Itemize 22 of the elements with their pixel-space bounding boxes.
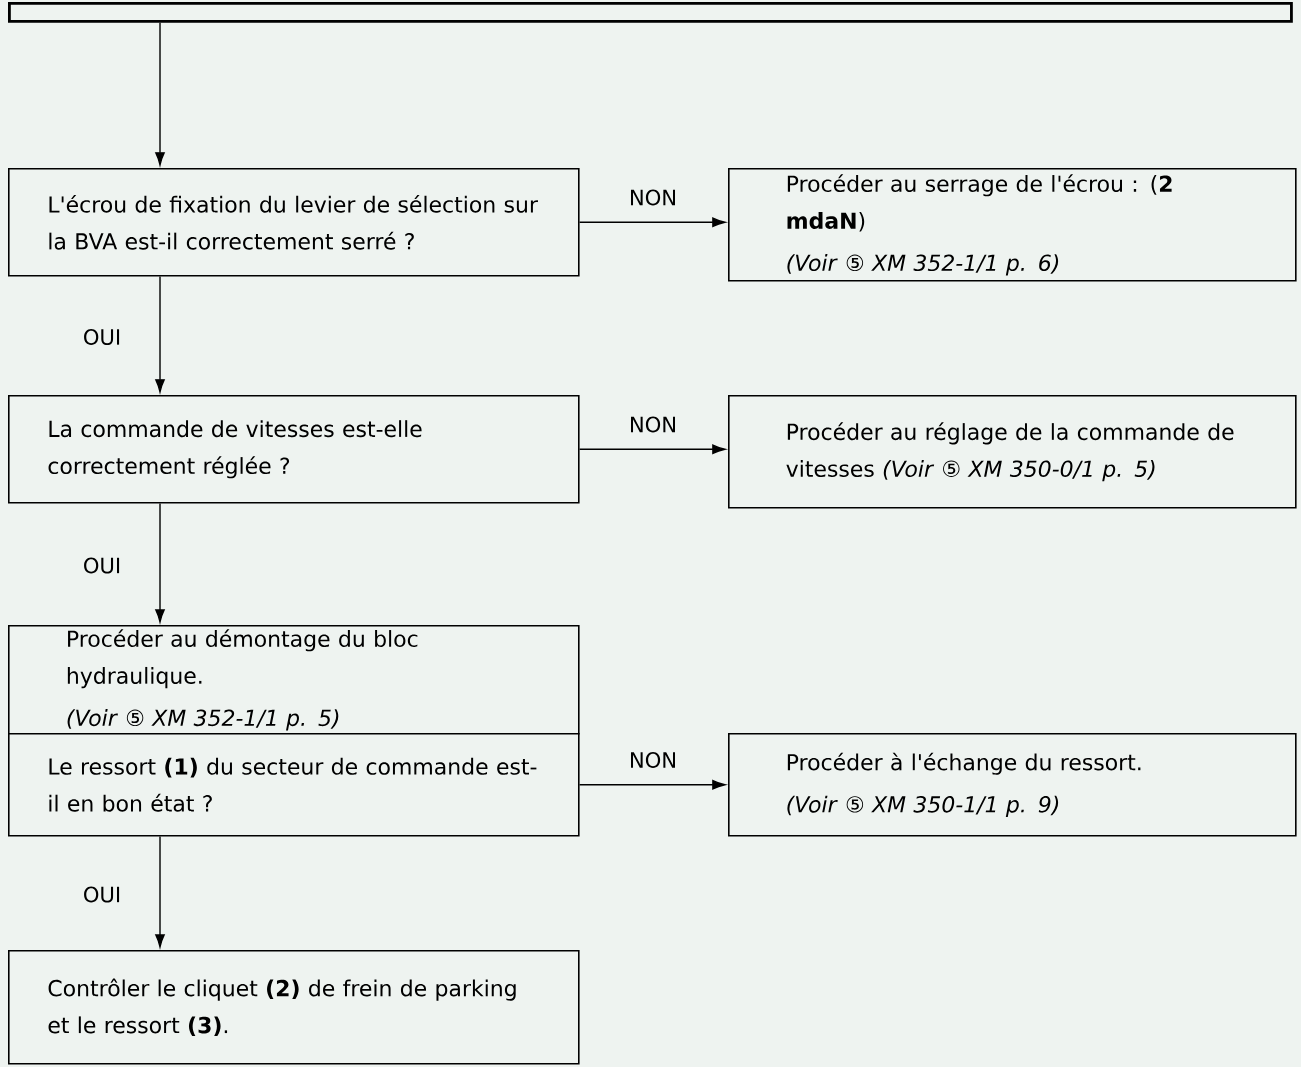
action-box: Procéder au serrage de l'écrou : (2 mdaN) (Voir ⑤ XM 352-1/1 p. 6) bbox=[728, 168, 1297, 282]
arrow bbox=[155, 22, 165, 166]
edge-label: OUI bbox=[84, 557, 120, 574]
action-box: Procéder au démontage du bloc hydraulique. (Voir ⑤ XM 352-1/1 p. 5) bbox=[8, 625, 580, 735]
question-box: L'écrou de fixation du levier de sélection sur la BVA est-il correctement serré ? bbox=[8, 168, 580, 277]
question-box: La commande de vitesses est-elle correctement réglée ? bbox=[8, 395, 580, 504]
arrow bbox=[578, 779, 726, 790]
arrow bbox=[155, 502, 165, 623]
edge-label: NON bbox=[631, 416, 675, 433]
edge-label: NON bbox=[631, 189, 675, 206]
arrow bbox=[578, 444, 726, 455]
arrow bbox=[578, 217, 726, 228]
edge-label: NON bbox=[631, 752, 675, 768]
action-box: Contrôler le cliquet (2) de frein de parking et le ressort (3). bbox=[8, 950, 580, 1065]
edge-label: OUI bbox=[84, 886, 120, 903]
action-box: Procéder au réglage de la commande de vitesses (Voir ⑤ XM 350-0/1 p. 5) bbox=[728, 395, 1297, 509]
arrow bbox=[155, 835, 165, 948]
edge-label: OUI bbox=[84, 329, 120, 345]
action-box: Procéder à l'échange du ressort. (Voir ⑤ XM 350-1/1 p. 9) bbox=[728, 733, 1297, 837]
question-box: Le ressort (1) du secteur de commande est-il en bon état ? bbox=[8, 733, 580, 837]
arrow bbox=[155, 275, 165, 393]
header-box bbox=[8, 1, 1293, 23]
